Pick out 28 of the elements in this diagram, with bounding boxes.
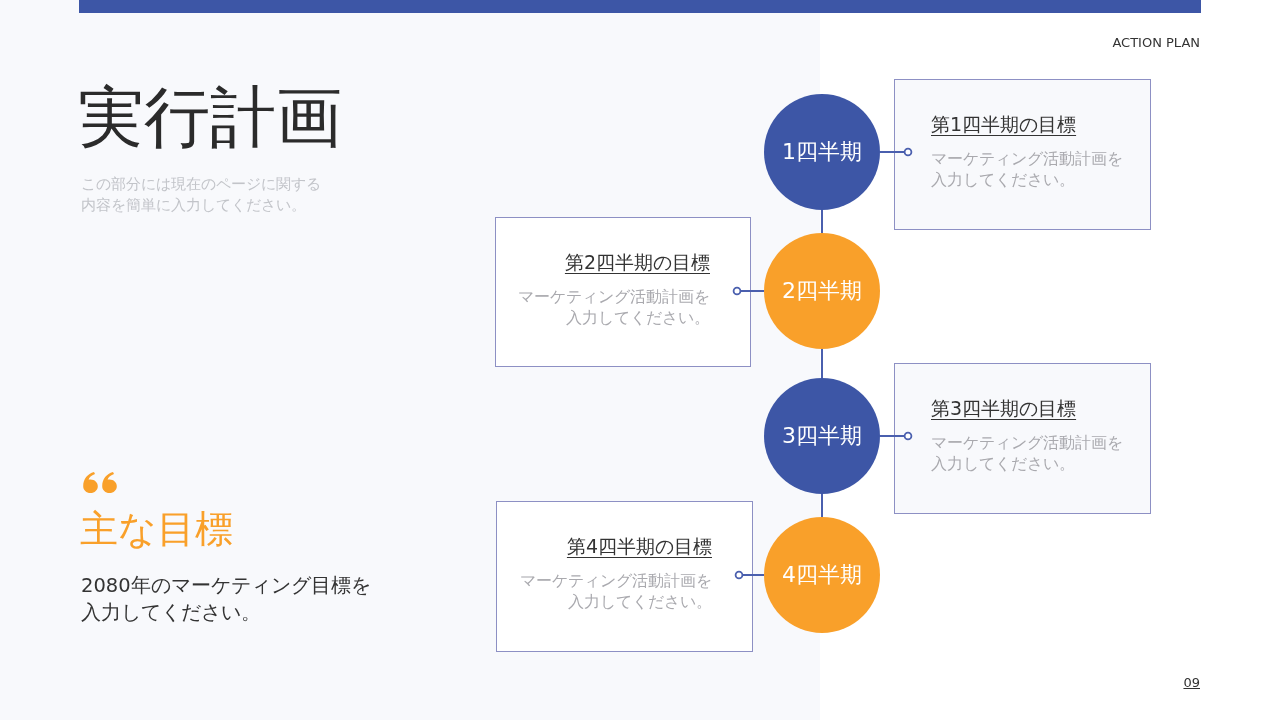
quarter-label: 1四半期	[782, 138, 862, 166]
goal-card	[894, 363, 1151, 514]
goal-text: 2080年のマーケティング目標を入力してください。	[81, 573, 372, 626]
connector-line	[879, 147, 913, 157]
goal-heading: 第2四半期の目標	[564, 250, 710, 275]
connector-line	[732, 286, 765, 296]
connector-line	[821, 493, 823, 518]
goal-description: マーケティング活動計画を入力してください。	[519, 571, 712, 613]
page-title: 実行計画	[78, 78, 342, 158]
quarter-label: 4四半期	[782, 561, 862, 589]
goal-description: マーケティング活動計画を入力してください。	[931, 433, 1124, 475]
connector-line	[821, 209, 823, 234]
goal-card	[496, 501, 753, 652]
connector-line	[821, 348, 823, 379]
quarter-label: 3四半期	[782, 422, 862, 450]
goal-card	[894, 79, 1151, 230]
connector-line	[734, 570, 765, 580]
goal-heading: 第4四半期の目標	[566, 534, 712, 559]
goal-description: マーケティング活動計画を入力してください。	[931, 149, 1124, 191]
goal-title: 主な目標	[80, 506, 233, 553]
quarter-label: 2四半期	[782, 277, 862, 305]
goal-heading: 第1四半期の目標	[931, 112, 1077, 137]
connector-line	[879, 431, 913, 441]
page-number: 09	[1183, 675, 1200, 691]
goal-card	[495, 217, 751, 367]
goal-description: マーケティング活動計画を入力してください。	[517, 287, 710, 329]
goal-heading: 第3四半期の目標	[931, 396, 1077, 421]
section-tag: ACTION PLAN	[1112, 35, 1200, 51]
